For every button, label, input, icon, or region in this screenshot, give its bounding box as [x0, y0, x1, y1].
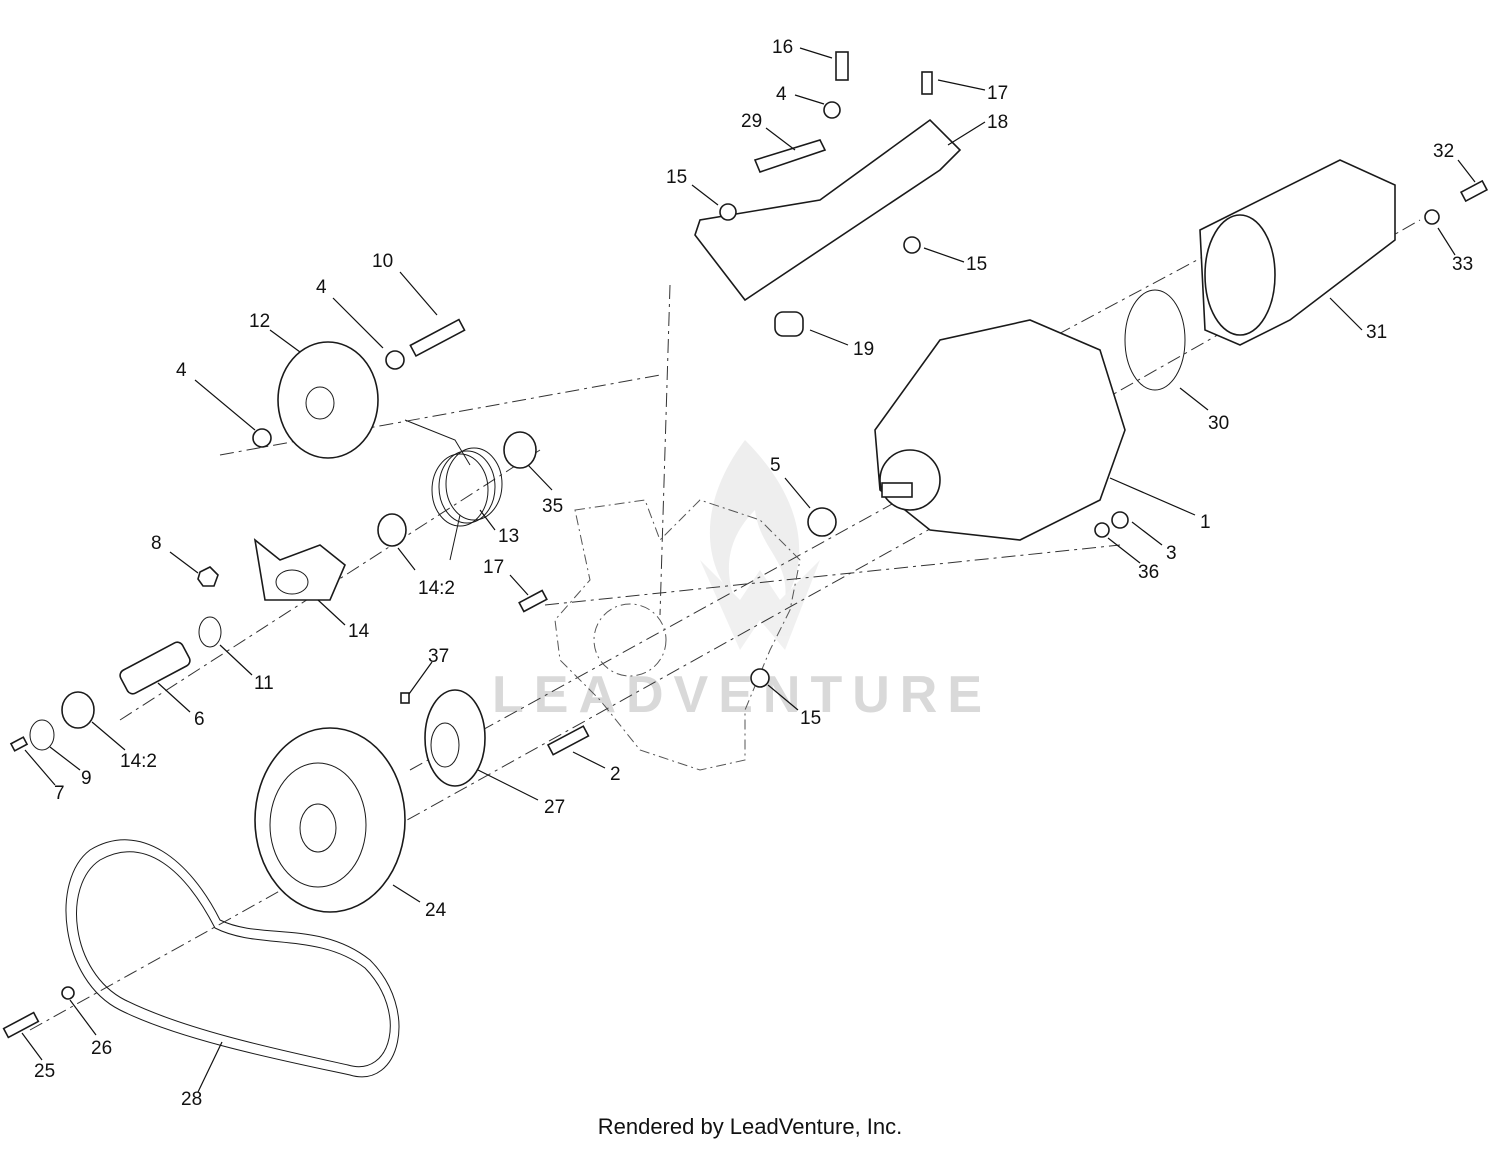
drive-pulley-24 [254, 727, 406, 913]
callout-1: 1 [1200, 512, 1211, 533]
pump-1-flange [879, 449, 941, 511]
callout-2: 2 [610, 764, 621, 785]
pump-1-shaft [881, 482, 913, 498]
flange-nut-15-b [903, 236, 921, 254]
callout-7: 7 [54, 783, 65, 804]
callout-17-lower: 17 [483, 557, 504, 578]
callout-11: 11 [254, 673, 274, 694]
flame-logo-watermark-icon [700, 440, 820, 650]
callout-15-b: 15 [966, 254, 987, 275]
idler-pulley-12 [277, 341, 379, 459]
callout-14-2-lower: 14:2 [120, 751, 157, 772]
bolt-25 [2, 1011, 40, 1039]
callout-27: 27 [544, 797, 565, 818]
callout-6: 6 [194, 709, 205, 730]
bolt-2 [546, 725, 590, 756]
plate-hole [593, 603, 667, 677]
callout-35: 35 [542, 496, 563, 517]
callout-14-2-upper: 14:2 [418, 578, 455, 599]
bushing-19 [774, 311, 804, 337]
callout-13: 13 [498, 526, 519, 547]
callout-5: 5 [770, 455, 781, 476]
callout-26: 26 [91, 1038, 112, 1059]
taper-hub-27-bore [430, 722, 460, 768]
washer-35 [503, 431, 537, 469]
callout-14: 14 [348, 621, 370, 642]
bolt-10 [409, 318, 466, 358]
nut-3 [1111, 511, 1129, 529]
idler-arm-14 [253, 538, 346, 601]
watermark-text: LEADVENTURE [492, 666, 992, 724]
washer-26 [61, 986, 75, 1000]
callout-30: 30 [1208, 413, 1229, 434]
nut-8 [197, 566, 219, 587]
callout-24: 24 [425, 900, 447, 921]
seal-11 [198, 616, 222, 648]
washer-36 [1094, 522, 1110, 538]
housing-31-face [1204, 214, 1276, 336]
callout-15-a: 15 [666, 167, 687, 188]
grease-fitting-7 [9, 736, 29, 752]
callout-15-lower: 15 [800, 708, 821, 729]
idler-pulley-12-hub [305, 386, 335, 420]
callout-33: 33 [1452, 254, 1473, 275]
callout-17-top: 17 [987, 83, 1008, 104]
bushing-14-2-upper [377, 513, 407, 547]
washer-33 [1424, 209, 1440, 225]
bolt-17-top [921, 71, 933, 95]
channel-29 [753, 139, 827, 173]
callout-9: 9 [81, 768, 92, 789]
callout-8: 8 [151, 533, 162, 554]
o-ring-30 [1124, 289, 1186, 391]
bolt-32 [1459, 179, 1489, 203]
retaining-ring-9 [29, 719, 55, 751]
taper-hub-27 [424, 689, 486, 787]
flange-nut-15-a [719, 203, 737, 221]
render-credit: Rendered by LeadVenture, Inc. [597, 1114, 903, 1139]
bolt-17-lower [518, 589, 548, 613]
drive-pulley-24-inner [269, 762, 367, 888]
set-screw-37 [400, 692, 410, 704]
callout-4-a: 4 [176, 360, 187, 381]
callout-10: 10 [372, 251, 393, 272]
callout-16: 16 [772, 37, 793, 58]
callout-4-top: 4 [776, 84, 787, 105]
idler-arm-14-bore [275, 569, 309, 595]
callout-32: 32 [1433, 141, 1454, 162]
callout-4-b: 4 [316, 277, 327, 298]
callout-labels: 16 4 17 29 18 15 15 32 33 10 4 12 4 19 3… [34, 37, 1473, 1110]
spacer-5 [807, 507, 837, 537]
washer-4-a [252, 428, 272, 448]
pivot-shaft-6 [119, 641, 191, 695]
callout-25: 25 [34, 1061, 55, 1082]
leader-lines [21, 47, 1476, 1093]
drive-pulley-24-bore [299, 803, 337, 853]
torsion-spring-13 [404, 419, 503, 561]
drive-belt-28-inner [76, 851, 391, 1068]
callout-19: 19 [853, 339, 874, 360]
callout-28: 28 [181, 1089, 202, 1110]
bolt-16 [835, 51, 849, 81]
drive-belt-28 [65, 839, 400, 1078]
callout-36: 36 [1138, 562, 1159, 583]
bracket-18 [694, 118, 962, 302]
callout-18: 18 [987, 112, 1008, 133]
washer-4-c [823, 101, 841, 119]
washer-4-b [385, 350, 405, 370]
callout-37: 37 [428, 646, 449, 667]
bushing-14-2-lower [61, 691, 95, 729]
callout-12: 12 [249, 311, 270, 332]
callout-31: 31 [1366, 322, 1387, 343]
flange-nut-15-lower [750, 668, 770, 688]
callout-29: 29 [741, 111, 762, 132]
mounting-plate-outline [554, 499, 801, 771]
callout-3: 3 [1166, 543, 1177, 564]
